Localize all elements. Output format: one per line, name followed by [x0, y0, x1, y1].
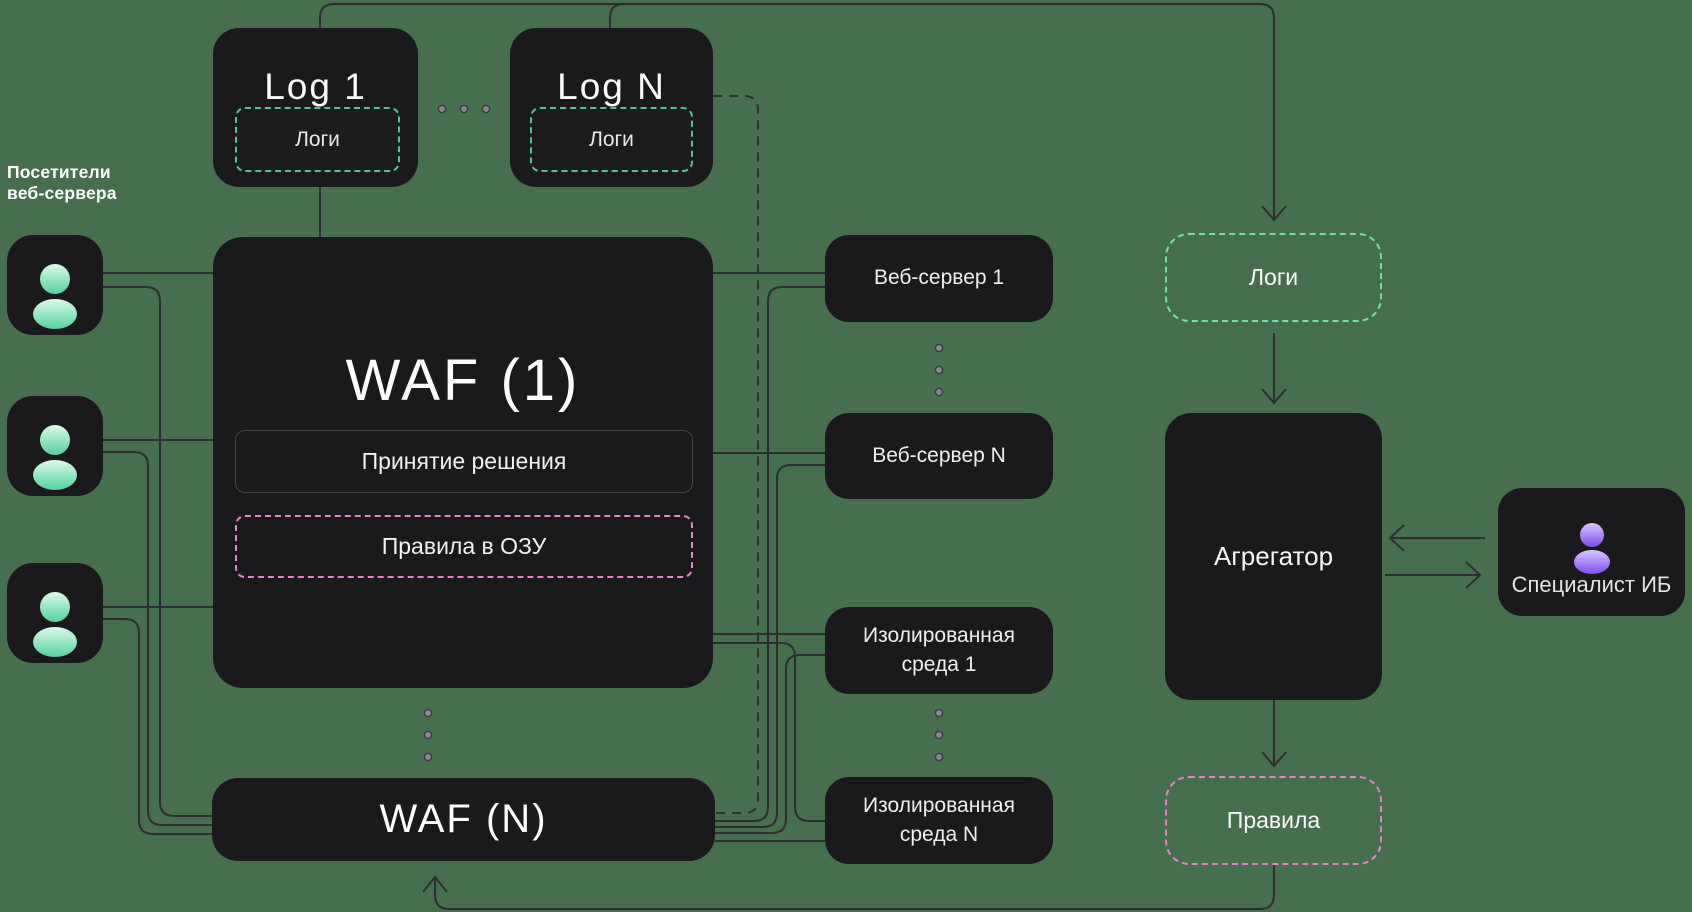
visitors-caption-line2: веб-сервера — [7, 183, 117, 204]
node-rules: Правила — [1165, 776, 1382, 865]
visitors-caption-line1: Посетители — [7, 162, 111, 182]
user-icon-purple — [1574, 523, 1610, 574]
wire-logN-top-join — [609, 3, 700, 28]
wire-visitor1-wafN — [103, 286, 212, 817]
node-waf1-title: WAF (1) — [345, 348, 581, 413]
wire-webserver1-bus — [715, 286, 825, 822]
waf1-rules-ram-box: Правила в ОЗУ — [235, 515, 693, 578]
ellipsis-sandboxes — [934, 708, 944, 762]
node-logs-store: Логи — [1165, 233, 1382, 322]
wire-sandbox1-bus — [715, 654, 825, 834]
node-log1-title: Log 1 — [264, 66, 367, 107]
visitors-caption: Посетители веб-сервера — [7, 162, 117, 205]
node-sandboxN-label: Изолированная среда N — [863, 794, 1015, 846]
user-icon — [33, 425, 77, 490]
user-icon — [33, 264, 77, 329]
visitor-avatar-2 — [7, 396, 103, 496]
arrowhead-left-aggregator — [1388, 524, 1405, 552]
node-aggregator: Агрегатор — [1165, 413, 1382, 700]
wire-rules-wafN — [434, 865, 1275, 910]
arrowhead-right-specialist — [1465, 561, 1482, 589]
arrowhead-down-rules — [1261, 751, 1287, 768]
node-rules-label: Правила — [1226, 807, 1321, 833]
ellipsis-logs — [437, 104, 491, 114]
wire-visitor3-wafN — [103, 618, 212, 835]
node-webserverN-label: Веб-сервер N — [872, 443, 1006, 467]
node-wafN: WAF (N) — [212, 778, 715, 861]
node-sandbox1-label: Изолированная среда 1 — [863, 624, 1015, 676]
arrowhead-down-aggregator — [1261, 388, 1287, 405]
visitor-avatar-3 — [7, 563, 103, 663]
node-log1-logs-slot: Логи — [235, 107, 400, 172]
node-sandbox1: Изолированная среда 1 — [825, 607, 1053, 694]
node-specialist-label: Специалист ИБ — [1511, 572, 1672, 597]
node-logs-store-label: Логи — [1248, 264, 1299, 290]
wire-logN-wafN-dashed — [713, 95, 759, 814]
waf1-decision-box: Принятие решения — [235, 430, 693, 493]
node-aggregator-label: Агрегатор — [1213, 541, 1334, 571]
wire-visitor2-wafN — [103, 451, 212, 826]
user-icon — [33, 592, 77, 657]
arrowhead-down-logs-store — [1261, 205, 1287, 222]
node-waf1: WAF (1) Принятие решения Правила в ОЗУ — [213, 237, 713, 688]
wire-waf1-sandboxN — [713, 642, 825, 822]
wire-log1-logs-store — [319, 3, 1275, 220]
node-sandboxN: Изолированная среда N — [825, 777, 1053, 864]
visitor-avatar-1 — [7, 235, 103, 335]
node-logN-logs-slot: Логи — [530, 107, 693, 172]
ellipsis-webservers — [934, 343, 944, 397]
node-webserver1: Веб-сервер 1 — [825, 235, 1053, 322]
node-specialist: Специалист ИБ — [1498, 488, 1685, 616]
node-wafN-title: WAF (N) — [379, 797, 548, 841]
wire-webserverN-bus — [715, 464, 825, 828]
node-webserver1-label: Веб-сервер 1 — [873, 266, 1005, 290]
node-logN: Log N Логи — [510, 28, 713, 187]
arrowhead-up-wafN — [422, 875, 448, 893]
node-log1: Log 1 Логи — [213, 28, 418, 187]
node-logN-title: Log N — [557, 66, 666, 107]
node-webserverN: Веб-сервер N — [825, 413, 1053, 499]
ellipsis-wafs — [423, 708, 433, 762]
